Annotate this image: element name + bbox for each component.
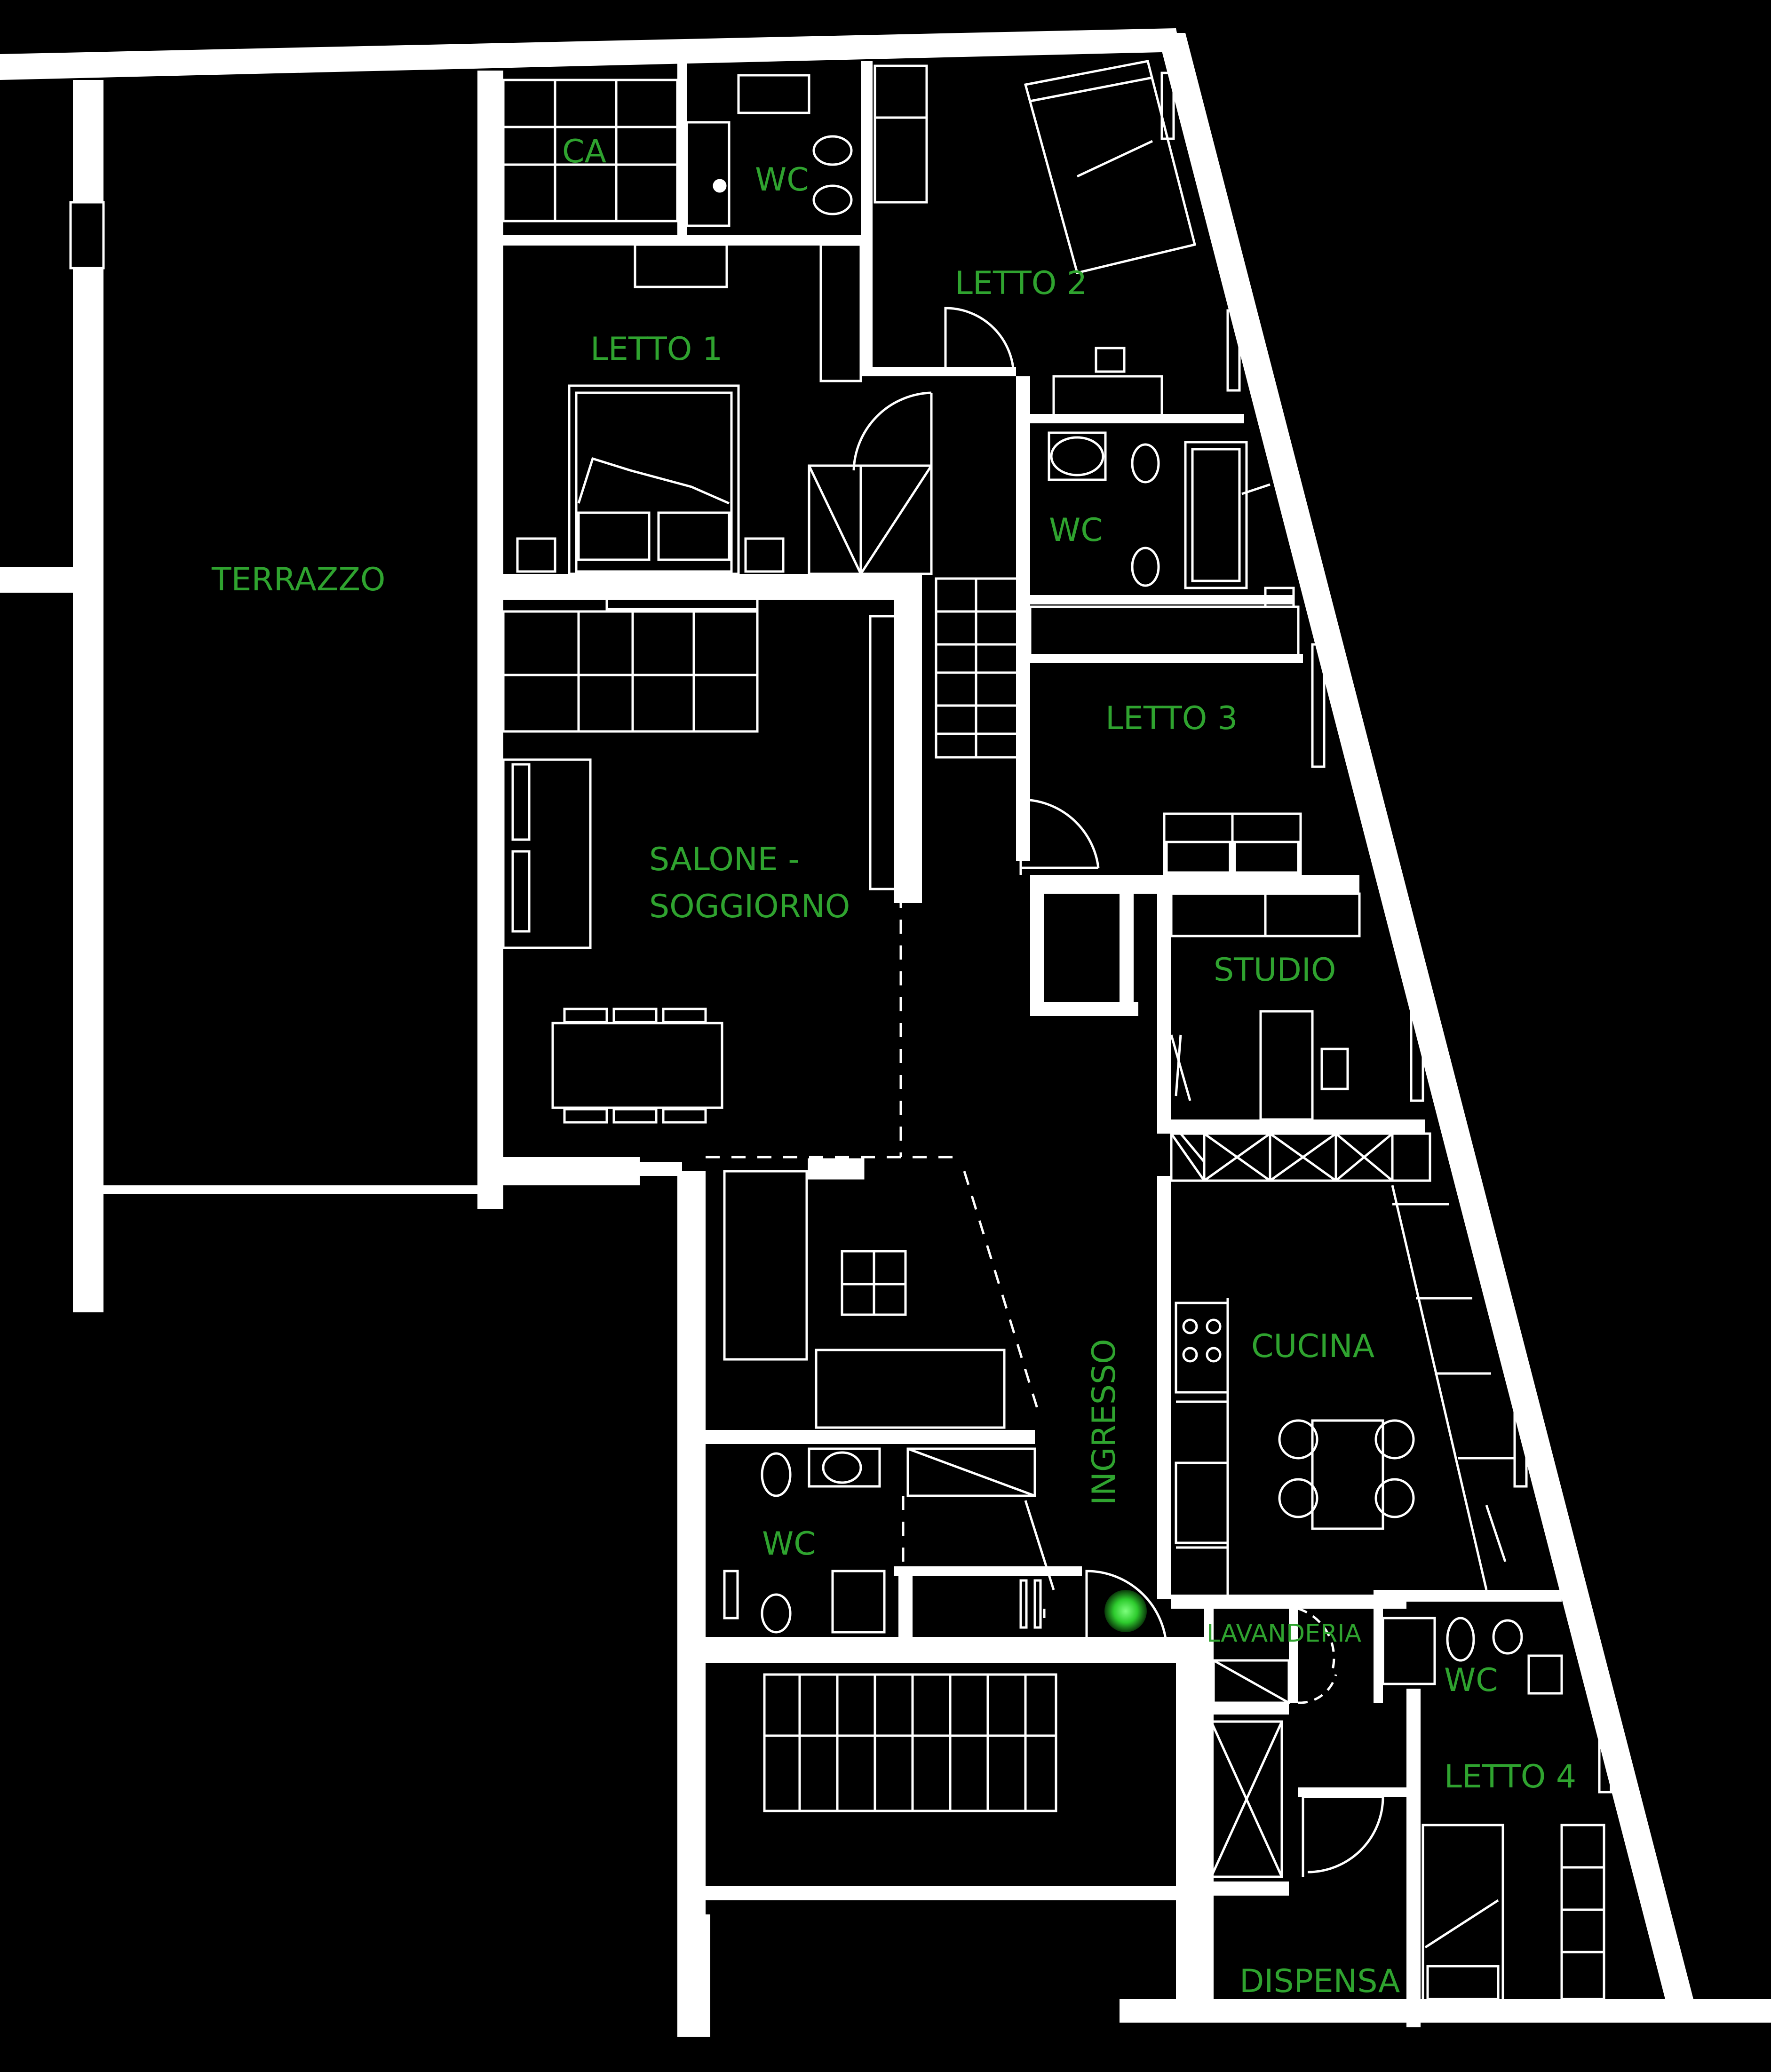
room-label-wc-top: WC — [755, 161, 809, 198]
room-label-letto-3: LETTO 3 — [1105, 700, 1238, 737]
room-label-salone-line2: SOGGIORNO — [649, 888, 850, 925]
entrance-marker-icon — [1104, 1590, 1147, 1632]
room-label-salone-line1: SALONE - — [649, 841, 800, 878]
room-label-terrazzo: TERRAZZO — [211, 561, 385, 598]
furniture — [69, 60, 1612, 2005]
room-label-dispensa: DISPENSA — [1239, 1963, 1400, 2000]
room-label-ingresso: INGRESSO — [1086, 1339, 1123, 1505]
room-label-wc-left: WC — [762, 1525, 816, 1563]
room-label-wc-right: WC — [1444, 1662, 1498, 1699]
room-label-ca: CA — [562, 133, 606, 170]
room-label-letto-4: LETTO 4 — [1444, 1758, 1576, 1795]
room-label-wc-mid: WC — [1049, 512, 1103, 549]
room-label-studio: STUDIO — [1214, 952, 1336, 989]
room-label-cucina: CUCINA — [1251, 1328, 1374, 1365]
room-label-lavanderia: LAVANDERIA — [1207, 1619, 1361, 1648]
room-label-letto-1: LETTO 1 — [590, 331, 723, 368]
room-label-letto-2: LETTO 2 — [955, 265, 1087, 302]
